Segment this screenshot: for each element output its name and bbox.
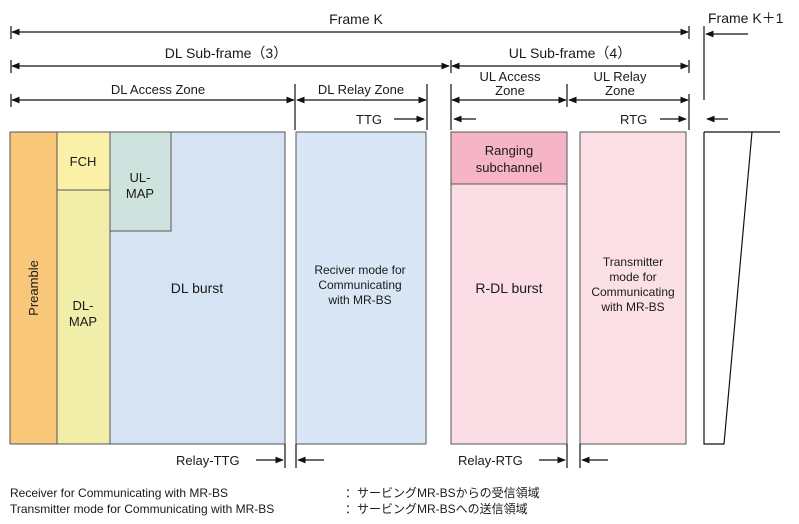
ranging-label-2: subchannel bbox=[476, 160, 543, 175]
relay-ttg-label: Relay-TTG bbox=[176, 453, 240, 468]
ul-access-zone-label-2: Zone bbox=[495, 83, 525, 98]
fch-label: FCH bbox=[70, 154, 97, 169]
transmitter-label-3: Communicating bbox=[591, 285, 674, 299]
relay-rtg-label: Relay-RTG bbox=[458, 453, 523, 468]
legend-receiver-desc: ：サービングMR-BSからの受信領域 bbox=[345, 486, 540, 500]
dl-relay-zone-span: DL Relay Zone bbox=[296, 82, 428, 130]
dl-subframe-span: DL Sub-frame（3） bbox=[10, 45, 450, 73]
preamble-block: Preamble bbox=[9, 131, 58, 445]
fch-block: FCH bbox=[56, 131, 111, 191]
dl-map-label-1: DL- bbox=[73, 298, 94, 313]
transmitter-label-4: with MR-BS bbox=[600, 300, 664, 314]
ul-map-block: UL- MAP bbox=[109, 131, 172, 232]
dl-map-block: DL- MAP bbox=[56, 189, 111, 445]
transmitter-label-1: Transmitter bbox=[603, 255, 663, 269]
dl-relay-zone-label: DL Relay Zone bbox=[318, 82, 404, 97]
ttg-indicator: TTG bbox=[356, 112, 476, 127]
ul-subframe-label: UL Sub-frame（4） bbox=[509, 45, 631, 61]
ul-relay-zone-label-2: Zone bbox=[605, 83, 635, 98]
transmitter-label-2: mode for bbox=[609, 270, 656, 284]
receiver-mode-block: Reciver mode for Communicating with MR-B… bbox=[295, 131, 427, 445]
preamble-label: Preamble bbox=[26, 260, 41, 316]
legend-transmitter: Transmitter mode for Communicating with … bbox=[10, 502, 528, 517]
ul-map-label-2: MAP bbox=[126, 186, 154, 201]
legend-receiver-term: Receiver for Communicating with MR-BS bbox=[10, 486, 229, 500]
frame-k1-span: Frame K＋1 bbox=[703, 10, 784, 100]
relay-rtg-indicator: Relay-RTG bbox=[458, 444, 608, 468]
legend-transmitter-term: Transmitter mode for Communicating with … bbox=[10, 502, 275, 516]
frame-k-span: Frame K bbox=[10, 11, 690, 39]
ul-relay-zone-label-1: UL Relay bbox=[594, 69, 647, 84]
ranging-subchannel-block: Ranging subchannel bbox=[450, 131, 568, 185]
ul-relay-zone-span: UL Relay Zone bbox=[568, 69, 690, 130]
legend-transmitter-desc: ：サービングMR-BSへの送信領域 bbox=[345, 502, 528, 516]
receiver-label-1: Reciver mode for bbox=[314, 263, 405, 277]
ranging-label-1: Ranging bbox=[485, 143, 533, 158]
frame-k-label: Frame K bbox=[329, 11, 383, 27]
frame-k1-edge bbox=[703, 131, 753, 445]
dl-access-zone-span: DL Access Zone bbox=[10, 82, 296, 130]
transmitter-mode-block: Transmitter mode for Communicating with … bbox=[579, 131, 687, 445]
ul-access-zone-span: UL Access Zone bbox=[450, 69, 568, 130]
ul-map-label-1: UL- bbox=[130, 170, 151, 185]
frame-k1-label: Frame K＋1 bbox=[708, 10, 784, 26]
receiver-label-3: with MR-BS bbox=[327, 293, 391, 307]
dl-burst-label: DL burst bbox=[171, 280, 224, 296]
ul-subframe-span: UL Sub-frame（4） bbox=[450, 45, 690, 73]
rtg-indicator: RTG bbox=[620, 112, 728, 127]
receiver-label-2: Communicating bbox=[318, 278, 401, 292]
dl-map-label-2: MAP bbox=[69, 314, 97, 329]
relay-ttg-indicator: Relay-TTG bbox=[176, 444, 324, 468]
ttg-label: TTG bbox=[356, 112, 382, 127]
legend-receiver: Receiver for Communicating with MR-BS ：サー… bbox=[10, 486, 540, 501]
dl-subframe-label: DL Sub-frame（3） bbox=[165, 45, 287, 61]
r-dl-burst-label: R-DL burst bbox=[475, 280, 542, 296]
ul-access-zone-label-1: UL Access bbox=[480, 69, 541, 84]
dl-access-zone-label: DL Access Zone bbox=[111, 82, 205, 97]
rtg-label: RTG bbox=[620, 112, 647, 127]
